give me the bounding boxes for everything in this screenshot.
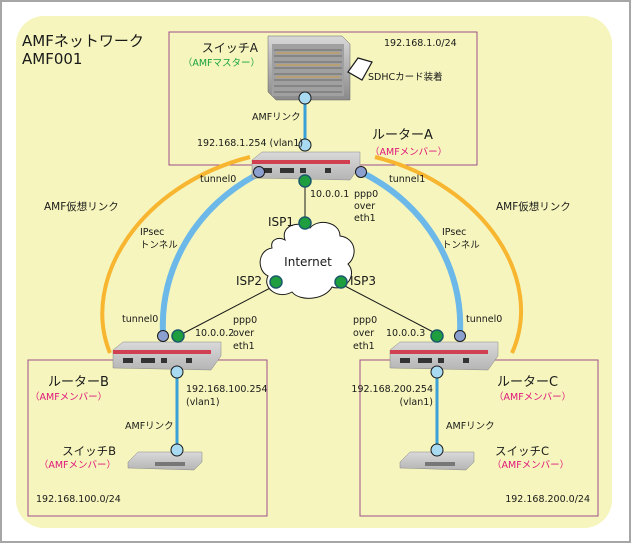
router-c-role: （AMFメンバー）: [494, 391, 571, 403]
ipsec-right-line1: IPsec: [442, 227, 466, 238]
ipsec-tunnel-left: [159, 169, 264, 333]
router-b-name: ルーターB: [48, 375, 109, 390]
switch-c-name: スイッチC: [495, 444, 549, 458]
router-b-wan-port: [171, 329, 185, 343]
router-b-vlan-port: [170, 365, 184, 379]
router-a-tunnel0-label: tunnel0: [200, 174, 236, 185]
internet-label: Internet: [284, 255, 332, 269]
router-a-tunnel0-port: [253, 166, 265, 178]
internet-cloud: [259, 221, 355, 299]
router-a-vlan-port: [298, 138, 312, 152]
amf-virtual-link-left-label: AMF仮想リンク: [44, 200, 119, 213]
isp1-port: [298, 216, 312, 230]
ipsec-left-line2: トンネル: [140, 240, 178, 251]
amf-link-c-label: AMFリンク: [446, 421, 495, 432]
router-b-vlan-ip: 192.168.100.254: [186, 384, 268, 395]
router-a-ppp-line2: over: [354, 201, 375, 212]
amf-virtual-link-right: [374, 155, 523, 354]
ipsec-left-line1: IPsec: [140, 227, 164, 238]
subnet-a-network: 192.168.1.0/24: [384, 38, 457, 49]
switch-b-role: （AMFメンバー）: [39, 459, 116, 471]
ipsec-right-line2: トンネル: [442, 240, 480, 251]
router-c-vlan-if: (vlan1): [399, 397, 433, 408]
sdhc-card-icon: [347, 57, 373, 81]
isp2-label: ISP2: [236, 274, 262, 288]
switch-c-port: [430, 443, 444, 457]
router-b-role: （AMFメンバー）: [30, 391, 107, 403]
router-c-ppp-line2: over: [353, 328, 374, 339]
isp3-port: [334, 275, 348, 289]
router-c-wan-ip: 10.0.0.3: [386, 328, 425, 339]
amf-link-a-label: AMFリンク: [252, 112, 301, 123]
router-b-ppp-line3: eth1: [233, 341, 255, 352]
router-a-name: ルーターA: [372, 128, 433, 143]
wan-line-c: [342, 284, 438, 335]
switch-a-device: [267, 35, 351, 101]
switch-a-port: [298, 91, 312, 105]
amf-virtual-link-left: [100, 155, 251, 354]
router-a-ppp-line3: eth1: [354, 213, 376, 224]
router-a-role: （AMFメンバー）: [370, 146, 447, 158]
switch-b-device: [127, 451, 203, 471]
switch-a-name: スイッチA: [202, 41, 259, 55]
amf-virtual-link-right-label: AMF仮想リンク: [496, 200, 571, 213]
amf-link-b-label: AMFリンク: [125, 421, 174, 432]
router-a-wan-port: [298, 174, 312, 188]
router-c-name: ルーターC: [497, 375, 558, 390]
router-a-tunnel1-label: tunnel1: [389, 174, 425, 185]
network-title: AMFネットワーク: [22, 32, 144, 50]
router-c-tunnel0-port: [454, 330, 466, 342]
router-b-vlan-if: (vlan1): [186, 397, 220, 408]
subnet-c-network: 192.168.200.0/24: [505, 494, 590, 505]
switch-b-name: スイッチB: [62, 444, 116, 458]
router-a-tunnel1-port: [355, 166, 367, 178]
ipsec-tunnel-right: [359, 169, 464, 333]
network-id: AMF001: [22, 50, 82, 68]
router-a-device: [251, 151, 361, 181]
router-c-ppp-line3: eth1: [353, 341, 375, 352]
switch-a-role: （AMFマスター）: [183, 57, 260, 69]
router-c-vlan-port: [430, 365, 444, 379]
router-a-vlan-ip: 192.168.1.254 (vlan1): [197, 138, 303, 149]
isp1-label: ISP1: [268, 215, 294, 229]
router-c-device: [389, 341, 499, 371]
router-b-ppp-line2: over: [233, 328, 254, 339]
switch-c-device: [399, 451, 475, 471]
router-b-tunnel0-label: tunnel0: [122, 314, 158, 325]
router-a-wan-ip: 10.0.0.1: [310, 189, 349, 200]
router-b-tunnel0-port: [157, 330, 169, 342]
router-c-vlan-ip: 192.168.200.254: [351, 384, 433, 395]
router-b-ppp-line1: ppp0: [233, 315, 257, 326]
isp3-label: ISP3: [350, 274, 376, 288]
router-b-wan-ip: 10.0.0.2: [195, 328, 234, 339]
wan-line-b: [181, 284, 277, 335]
router-c-wan-port: [430, 329, 444, 343]
sdhc-label: SDHCカード装着: [368, 71, 443, 83]
router-b-device: [112, 341, 222, 371]
router-c-tunnel0-label: tunnel0: [466, 314, 502, 325]
switch-b-port: [170, 443, 184, 457]
subnet-b-network: 192.168.100.0/24: [36, 494, 121, 505]
switch-c-role: （AMFメンバー）: [492, 459, 569, 471]
isp2-port: [269, 275, 283, 289]
router-a-ppp-line1: ppp0: [354, 189, 378, 200]
router-c-ppp-line1: ppp0: [353, 315, 377, 326]
